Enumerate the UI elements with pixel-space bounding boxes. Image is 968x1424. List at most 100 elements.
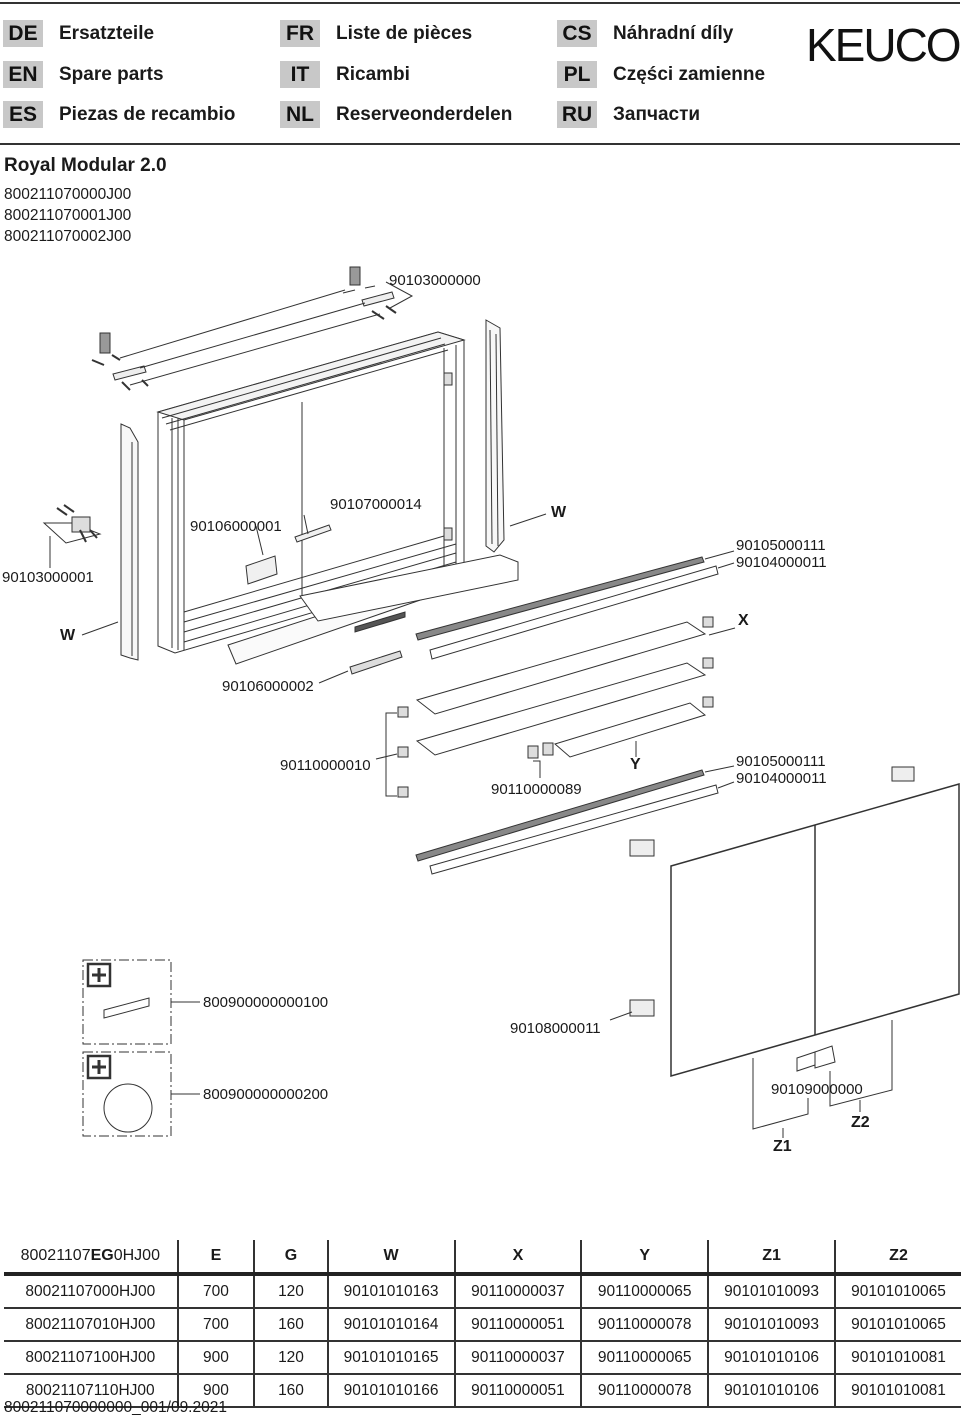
- lang-pl: PL Części zamienne: [557, 61, 765, 88]
- table-cell: 90110000078: [581, 1308, 710, 1342]
- table-cell: 90110000051: [454, 1308, 583, 1342]
- plus-box-icon: [86, 1054, 112, 1080]
- part-label: 800900000000100: [203, 994, 329, 1011]
- lang-label: Ersatzteile: [59, 22, 155, 44]
- header-w: W: [327, 1240, 456, 1276]
- header-x: X: [454, 1240, 583, 1276]
- part-label: 90103000000: [389, 272, 481, 289]
- lang-label: Reserveonderdelen: [336, 103, 513, 125]
- table-cell: 90101010065: [835, 1274, 961, 1309]
- cabinet-body: [156, 331, 466, 654]
- lang-label: Náhradní díly: [613, 22, 734, 44]
- led-strip-bottom: [415, 765, 735, 875]
- article-number: 800211070001J00: [4, 207, 132, 224]
- lang-code: IT: [280, 61, 320, 88]
- table-header-row: 80021107EG0HJ00 E G W X Y Z1 Z2: [4, 1240, 961, 1276]
- header-bottom-rule: [0, 143, 960, 145]
- sensor-part: [294, 514, 332, 543]
- shelf-supports-left: [375, 706, 554, 798]
- lang-label: Spare parts: [59, 63, 164, 85]
- table-cell: 900: [177, 1341, 256, 1375]
- product-title: Royal Modular 2.0: [4, 155, 167, 176]
- table-cell: 80021107100HJ00: [4, 1341, 179, 1375]
- table-cell: 900: [177, 1374, 256, 1408]
- table-cell: 160: [254, 1374, 329, 1408]
- lang-cs: CS Náhradní díly: [557, 20, 733, 47]
- leader-w-left: [81, 621, 119, 636]
- lang-code: DE: [3, 20, 43, 47]
- part-label: 90110000010: [280, 757, 371, 774]
- lang-code: EN: [3, 61, 43, 88]
- table-cell: 80021107110HJ00: [4, 1374, 179, 1408]
- lang-fr: FR Liste de pièces: [280, 20, 472, 47]
- side-panel-left: [120, 423, 139, 661]
- part-label: 90107000014: [330, 496, 422, 513]
- table-cell: 120: [254, 1341, 329, 1375]
- part-label: 800900000000200: [203, 1086, 329, 1103]
- table-cell: 90101010106: [708, 1374, 837, 1408]
- lang-code: NL: [280, 101, 320, 128]
- article-number: 800211070000J00: [4, 186, 132, 203]
- header-y: Y: [581, 1240, 710, 1276]
- part-label: 90110000089: [491, 781, 582, 798]
- table-cell: 120: [254, 1274, 329, 1309]
- table-cell: 80021107010HJ00: [4, 1308, 179, 1342]
- header-z1: Z1: [708, 1240, 837, 1276]
- table-cell: 90110000065: [581, 1274, 710, 1309]
- accessory-box-1: [82, 959, 172, 1045]
- table-cell: 90101010164: [327, 1308, 456, 1342]
- keuco-logo: KEUCO: [806, 19, 962, 71]
- part-label-y: Y: [630, 756, 641, 773]
- shelf-y: [553, 696, 714, 758]
- table-cell: 90110000037: [454, 1274, 583, 1309]
- table-cell: 90101010166: [327, 1374, 456, 1408]
- part-label: 90105000111: [736, 753, 826, 770]
- table-cell: 90110000078: [581, 1374, 710, 1408]
- article-numbers: 800211070000J00 800211070001J00 80021107…: [4, 184, 131, 247]
- header-top-rule: [0, 2, 960, 4]
- header-article-pattern: 80021107EG0HJ00: [4, 1240, 179, 1276]
- transformer-part: [245, 525, 278, 585]
- table-cell: 90101010093: [708, 1274, 837, 1309]
- parts-table: 80021107EG0HJ00 E G W X Y Z1 Z2 80021107…: [4, 1240, 961, 1408]
- part-label: 90104000011: [736, 554, 827, 571]
- base-block: [299, 554, 519, 622]
- table-cell: 700: [177, 1308, 256, 1342]
- lang-label: Części zamienne: [613, 63, 766, 85]
- side-panel-right: [485, 319, 505, 553]
- part-label-z2: Z2: [851, 1114, 870, 1131]
- part-label: 90109000000: [771, 1081, 863, 1098]
- led-strip-top: [415, 550, 735, 660]
- table-cell: 90101010081: [835, 1341, 961, 1375]
- part-label-x: X: [738, 612, 749, 629]
- table-cell: 90101010093: [708, 1308, 837, 1342]
- lang-code: RU: [557, 101, 597, 128]
- part-label: 90104000011: [736, 770, 827, 787]
- part-label-w: W: [551, 504, 567, 521]
- light-bar-accessory: [103, 997, 150, 1019]
- door-hinges: [609, 766, 915, 1021]
- part-label-w: W: [60, 627, 76, 644]
- part-label: 90103000001: [2, 569, 94, 586]
- leader-z2: [829, 1020, 893, 1107]
- lang-label: Ricambi: [336, 63, 410, 85]
- header-e: E: [177, 1240, 256, 1276]
- lang-de: DE Ersatzteile: [3, 20, 154, 47]
- lang-code: FR: [280, 20, 320, 47]
- header-z2: Z2: [835, 1240, 961, 1276]
- lang-label: Piezas de recambio: [59, 103, 236, 125]
- lang-code: PL: [557, 61, 597, 88]
- lang-label: Liste de pièces: [336, 22, 473, 44]
- table-cell: 90110000065: [581, 1341, 710, 1375]
- article-number: 800211070002J00: [4, 228, 132, 245]
- lang-nl: NL Reserveonderdelen: [280, 101, 512, 128]
- table-cell: 90110000051: [454, 1374, 583, 1408]
- table-cell: 90101010163: [327, 1274, 456, 1309]
- lang-code: CS: [557, 20, 597, 47]
- exploded-view-drawing: [42, 266, 960, 1138]
